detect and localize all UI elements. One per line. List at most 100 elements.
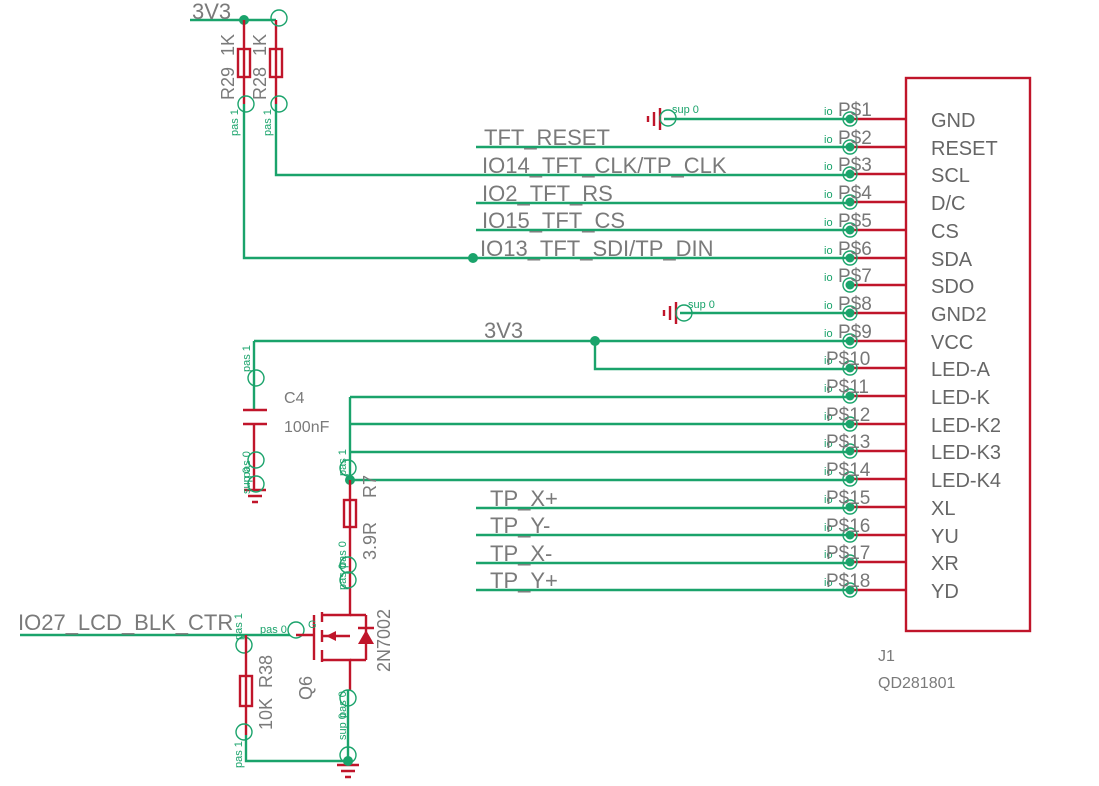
wire-led-a xyxy=(593,341,850,371)
j1-pin-number: P$7 xyxy=(838,266,872,287)
r7-ref: R7 xyxy=(360,475,380,498)
gnd2-symbol xyxy=(662,302,678,324)
r28-ref: R28 xyxy=(250,67,270,100)
net-io15: IO15_TFT_CS xyxy=(482,208,625,233)
pin-circle xyxy=(235,723,253,741)
j1-pin-name: SDO xyxy=(931,276,974,298)
j1-pin-type: io xyxy=(824,272,833,284)
junction xyxy=(468,253,478,263)
net-tp-xm: TP_X- xyxy=(490,541,552,566)
j1-pin-type: io xyxy=(824,134,833,146)
j1-pin-type: io xyxy=(824,355,833,367)
net-3v3-top: 3V3 xyxy=(192,0,231,24)
pin-tag: pas 1 xyxy=(229,109,241,136)
j1-pin-number: P$13 xyxy=(826,432,870,453)
j1-pin-number: P$18 xyxy=(826,571,870,592)
pin-circle xyxy=(339,571,357,589)
pin-circle xyxy=(247,369,265,387)
gnd1-symbol xyxy=(646,108,662,130)
junction xyxy=(343,756,353,766)
j1-pin-name: CS xyxy=(931,221,959,243)
q6-gnd-symbol xyxy=(337,763,359,779)
r29-body xyxy=(236,47,252,79)
j1-pin-type: io xyxy=(824,438,833,450)
pin-circle xyxy=(287,621,305,639)
j1-pin-type: io xyxy=(824,549,833,561)
wire-r38-gnd xyxy=(244,735,348,763)
q6-diode-connect xyxy=(350,613,366,662)
j1-pin-name: LED-K4 xyxy=(931,470,1001,492)
j1-value: QD281801 xyxy=(878,675,955,692)
j1-pin-name: LED-A xyxy=(931,359,991,381)
j1-pin-number: P$16 xyxy=(826,516,870,537)
j1-pin-name: SDA xyxy=(931,249,973,271)
q6-ref: Q6 xyxy=(296,676,316,700)
j1-pin-name: D/C xyxy=(931,193,965,215)
j1-pin-type: io xyxy=(824,577,833,589)
r29-ref: R29 xyxy=(218,67,238,100)
j1-pin-type: io xyxy=(824,522,833,534)
pin-circle xyxy=(247,451,265,469)
r38-body xyxy=(238,674,254,708)
pin-tag: G xyxy=(308,619,317,631)
j1-pin-number: P$9 xyxy=(838,322,872,343)
pin-tag: pas 0 xyxy=(337,691,349,718)
j1-pin-number: P$17 xyxy=(826,543,870,564)
pin-tag: pas 1 xyxy=(241,345,253,372)
j1-pin-name: LED-K2 xyxy=(931,415,1001,437)
pin-tag: sup 0 xyxy=(672,104,699,116)
j1-pin-number: P$15 xyxy=(826,488,870,509)
net-io13: IO13_TFT_SDI/TP_DIN xyxy=(480,236,714,261)
net-tp-ym: TP_Y- xyxy=(490,513,550,538)
j1-pin-number: P$5 xyxy=(838,211,872,232)
pin-circle xyxy=(339,459,357,477)
j1-pin-number: P$2 xyxy=(838,128,872,149)
j1-pin-type: io xyxy=(824,300,833,312)
j1-pin-name: LED-K3 xyxy=(931,442,1001,464)
pin-circle xyxy=(235,636,253,654)
c4-ref: C4 xyxy=(284,390,305,407)
j1-pin-number: P$12 xyxy=(826,405,870,426)
net-tft-reset: TFT_RESET xyxy=(484,125,610,150)
j1-pin-junction xyxy=(845,280,855,290)
pin-circle xyxy=(339,689,357,707)
pin-circle xyxy=(659,109,677,127)
j1-pin-type: io xyxy=(824,494,833,506)
r38-value: 10K xyxy=(256,698,276,730)
j1-pin-name: SCL xyxy=(931,165,970,187)
pin-tag: pas 1 xyxy=(262,109,274,136)
r28-body xyxy=(268,47,284,79)
j1-pin-type: io xyxy=(824,161,833,173)
junction xyxy=(590,336,600,346)
j1-pin-type: io xyxy=(824,217,833,229)
j1-pin-name: LED-K xyxy=(931,387,991,409)
net-io14: IO14_TFT_CLK/TP_CLK xyxy=(482,153,727,178)
j1-ref: J1 xyxy=(878,648,895,665)
j1-pin-number: P$1 xyxy=(838,100,872,121)
q6-gate xyxy=(296,615,316,660)
pin-circle xyxy=(237,95,255,113)
j1-pin-number: P$14 xyxy=(826,460,871,481)
j1-pin-name: RESET xyxy=(931,138,998,160)
j1-pin-number: P$11 xyxy=(826,377,869,398)
c4-value: 100nF xyxy=(284,419,330,436)
j1-pin-number: P$10 xyxy=(826,349,870,370)
r7-value: 3.9R xyxy=(360,522,380,560)
pin-circle xyxy=(675,304,693,322)
j1-pin-number: P$4 xyxy=(838,183,872,204)
j1-pin-number: P$6 xyxy=(838,239,872,260)
pin-tag: pas 0 xyxy=(241,451,253,478)
pin-tag: pas 1 xyxy=(233,741,245,768)
pin-tag: pas 0 xyxy=(337,563,349,590)
j1-pin-number: P$3 xyxy=(838,155,872,176)
r29-value: 1K xyxy=(218,34,238,56)
pin-tag: sup 0 xyxy=(688,299,715,311)
net-3v3-mid: 3V3 xyxy=(484,318,523,343)
pin-circle xyxy=(270,9,288,27)
pin-tag: pas 1 xyxy=(337,449,349,476)
q6-arrow xyxy=(326,631,336,641)
q6-diode xyxy=(358,630,374,644)
pin-tag: sup 0 xyxy=(241,467,253,494)
j1-pin-name: YU xyxy=(931,526,959,548)
